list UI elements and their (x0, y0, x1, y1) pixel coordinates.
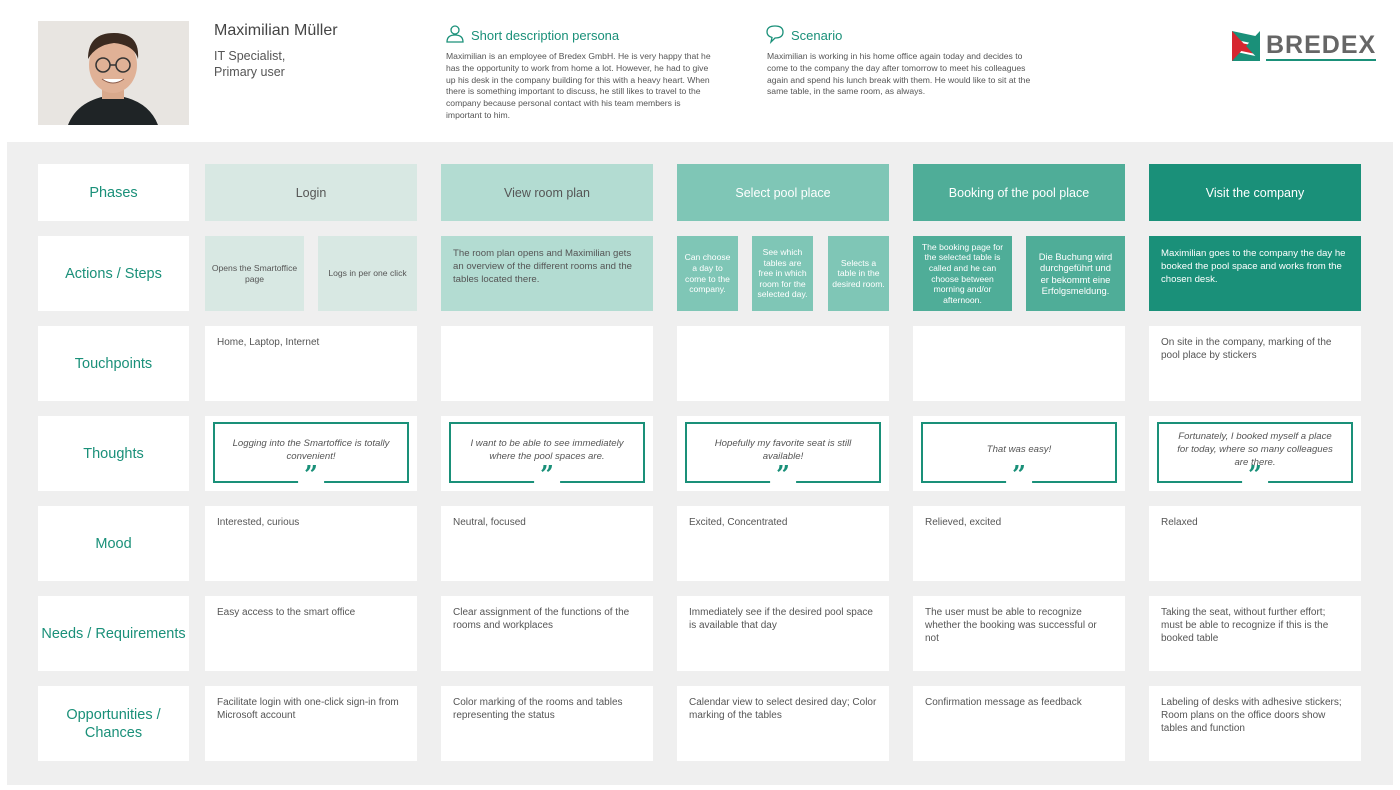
needs-login: Easy access to the smart office (205, 596, 417, 671)
persona-role-line2: Primary user (214, 65, 285, 79)
phase-view-room-plan: View room plan (441, 164, 653, 221)
quote-icon: ” (770, 463, 796, 487)
persona-role: IT Specialist, Primary user (214, 48, 414, 80)
scenario-title-text: Scenario (791, 28, 843, 43)
persona-name: Maximilian Müller (214, 22, 338, 39)
thought-bubble: Logging into the Smartoffice is totally … (213, 422, 409, 487)
step-see-free-tables: See which tables are free in which room … (752, 236, 813, 311)
scenario-text: Maximilian is working in his home office… (767, 51, 1031, 97)
row-label-needs: Needs / Requirements (38, 596, 189, 671)
thought-bubble: Fortunately, I booked myself a place for… (1157, 422, 1353, 487)
mood-login: Interested, curious (205, 506, 417, 581)
opportunity-booking: Confirmation message as feedback (913, 686, 1125, 761)
persona-photo (38, 21, 189, 125)
bredex-logo-icon (1232, 31, 1260, 61)
step-room-plan-opens: The room plan opens and Maximilian gets … (441, 236, 653, 311)
thought-bubble: That was easy! ” (921, 422, 1117, 487)
needs-visit: Taking the seat, without further effort;… (1149, 596, 1361, 671)
row-label-opportunities-line2: Chances (84, 724, 143, 741)
touchpoint-view (441, 326, 653, 401)
quote-icon: ” (1006, 463, 1032, 487)
phase-visit-company: Visit the company (1149, 164, 1361, 221)
phase-select-pool-place: Select pool place (677, 164, 889, 221)
persona-role-line1: IT Specialist, (214, 49, 286, 63)
opportunity-visit: Labeling of desks with adhesive stickers… (1149, 686, 1361, 761)
row-label-opportunities: Opportunities / Chances (38, 686, 189, 761)
thought-text: Hopefully my favorite seat is still avai… (714, 437, 852, 462)
needs-view: Clear assignment of the functions of the… (441, 596, 653, 671)
bredex-logo-text: BREDEX (1266, 30, 1377, 61)
description-text: Maximilian is an employee of Bredex GmbH… (446, 51, 711, 120)
thought-bubble: Hopefully my favorite seat is still avai… (685, 422, 881, 487)
touchpoint-select (677, 326, 889, 401)
phase-booking: Booking of the pool place (913, 164, 1125, 221)
touchpoint-booking (913, 326, 1125, 401)
touchpoint-visit: On site in the company, marking of the p… (1149, 326, 1361, 401)
phase-login: Login (205, 164, 417, 221)
thought-text: That was easy! (986, 444, 1052, 455)
thought-text: Logging into the Smartoffice is totally … (232, 437, 390, 462)
needs-booking: The user must be able to recognize wheth… (913, 596, 1125, 671)
thought-visit: Fortunately, I booked myself a place for… (1149, 416, 1361, 491)
opportunity-view: Color marking of the rooms and tables re… (441, 686, 653, 761)
thought-view: I want to be able to see immediately whe… (441, 416, 653, 491)
person-icon (445, 24, 465, 47)
thought-select: Hopefully my favorite seat is still avai… (677, 416, 889, 491)
step-opens-smartoffice: Opens the Smartoffice page (205, 236, 304, 311)
thought-booking: That was easy! ” (913, 416, 1125, 491)
description-title-text: Short description persona (471, 28, 620, 43)
quote-icon: ” (298, 463, 324, 487)
opportunity-login: Facilitate login with one-click sign-in … (205, 686, 417, 761)
persona-header: Maximilian Müller IT Specialist, Primary… (0, 0, 1400, 142)
mood-select: Excited, Concentrated (677, 506, 889, 581)
thought-bubble: I want to be able to see immediately whe… (449, 422, 645, 487)
mood-visit: Relaxed (1149, 506, 1361, 581)
opportunity-select: Calendar view to select desired day; Col… (677, 686, 889, 761)
thought-text: I want to be able to see immediately whe… (470, 437, 624, 462)
description-title: Short description persona (445, 24, 619, 47)
row-label-opportunities-line1: Opportunities / (66, 706, 161, 723)
touchpoint-login: Home, Laptop, Internet (205, 326, 417, 401)
row-label-actions: Actions / Steps (38, 236, 189, 311)
row-label-mood: Mood (38, 506, 189, 581)
scenario-title: Scenario (765, 24, 842, 47)
mood-view: Neutral, focused (441, 506, 653, 581)
bredex-logo: BREDEX (1232, 30, 1377, 61)
row-label-thoughts: Thoughts (38, 416, 189, 491)
step-login-one-click: Logs in per one click (318, 236, 417, 311)
needs-select: Immediately see if the desired pool spac… (677, 596, 889, 671)
thought-login: Logging into the Smartoffice is totally … (205, 416, 417, 491)
step-goes-to-company: Maximilian goes to the company the day h… (1149, 236, 1361, 311)
row-label-touchpoints: Touchpoints (38, 326, 189, 401)
step-choose-day: Can choose a day to come to the company. (677, 236, 738, 311)
row-label-phases: Phases (38, 164, 189, 221)
quote-icon: ” (1242, 463, 1268, 487)
step-booking-done: Die Buchung wird durchgeführt und er bek… (1026, 236, 1125, 311)
quote-icon: ” (534, 463, 560, 487)
mood-booking: Relieved, excited (913, 506, 1125, 581)
step-booking-page: The booking page for the selected table … (913, 236, 1012, 311)
speech-bubble-icon (765, 24, 785, 47)
step-select-table: Selects a table in the desired room. (828, 236, 889, 311)
thought-text: Fortunately, I booked myself a place for… (1177, 431, 1333, 468)
